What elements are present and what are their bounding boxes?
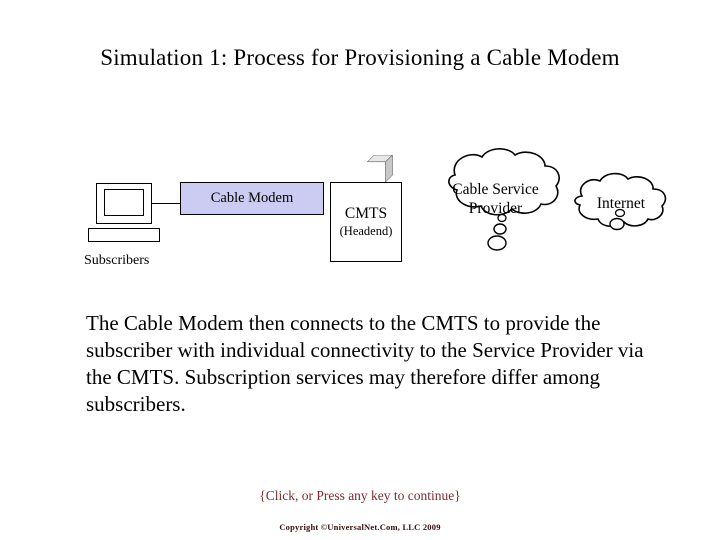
subscriber-screen-icon: [104, 189, 144, 216]
copyright-notice: Copyright ©UniversalNet.Com, LLC 2009: [279, 522, 441, 532]
network-diagram: Subscribers Cable Modem CMTS (Headend): [84, 148, 667, 268]
cmts-face: CMTS (Headend): [330, 182, 402, 262]
internet-label: Internet: [596, 195, 646, 212]
cmts-sublabel: (Headend): [339, 224, 393, 238]
cmts-label: CMTS: [344, 205, 388, 222]
subscribers-label: Subscribers: [84, 253, 150, 268]
page-title: Simulation 1: Process for Provisioning a…: [100, 45, 620, 70]
internet-cloud-icon: [574, 172, 667, 231]
cable-modem-box: Cable Modem: [180, 182, 324, 215]
cable-service-provider-cloud-icon: [448, 148, 560, 251]
clouds-layer: [448, 148, 667, 251]
cable-modem-label: Cable Modem: [210, 190, 294, 206]
body-paragraph: The Cable Modem then connects to the CMT…: [86, 311, 644, 416]
click-to-continue-note[interactable]: {Click, or Press any key to continue}: [259, 488, 461, 503]
connector-pc-to-modem: [152, 203, 180, 204]
cmts-3d-shape-icon: [366, 155, 393, 182]
subscriber-base-icon: [88, 228, 160, 242]
cable-service-provider-label: Cable Service Provider: [452, 181, 539, 217]
cmts-box: CMTS (Headend): [330, 155, 430, 262]
